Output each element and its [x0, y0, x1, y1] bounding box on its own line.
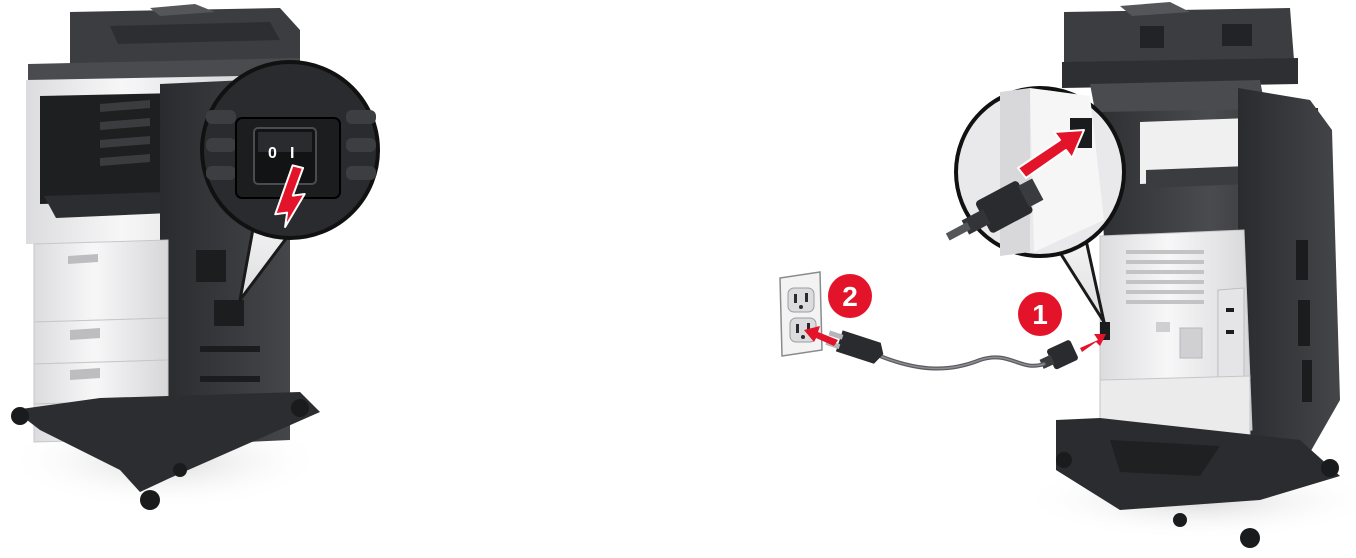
switch-on-label: I	[290, 145, 294, 162]
power-switch-callout: 0 I	[202, 62, 378, 238]
adf-top	[1064, 8, 1294, 64]
step-badge-1: 1	[1018, 292, 1062, 336]
side-panel	[1238, 88, 1340, 470]
step-badge-2: 2	[828, 274, 872, 318]
right-printer: 1	[780, 2, 1356, 548]
tray-handle	[70, 368, 100, 380]
left-printer: 0 I	[5, 4, 378, 510]
step-number-1: 1	[1032, 299, 1048, 330]
rear-handle	[1156, 322, 1170, 332]
switch-off-label: 0	[268, 145, 277, 162]
tray-handle	[70, 328, 100, 340]
wall-outlet-icon	[780, 272, 822, 356]
power-port-callout	[939, 88, 1124, 256]
rear-door	[1218, 288, 1244, 386]
printer-end-plug-icon	[1037, 339, 1079, 374]
wall-plug-icon	[824, 327, 886, 366]
rear-port-cover	[1180, 328, 1202, 358]
step-number-2: 2	[842, 281, 858, 312]
